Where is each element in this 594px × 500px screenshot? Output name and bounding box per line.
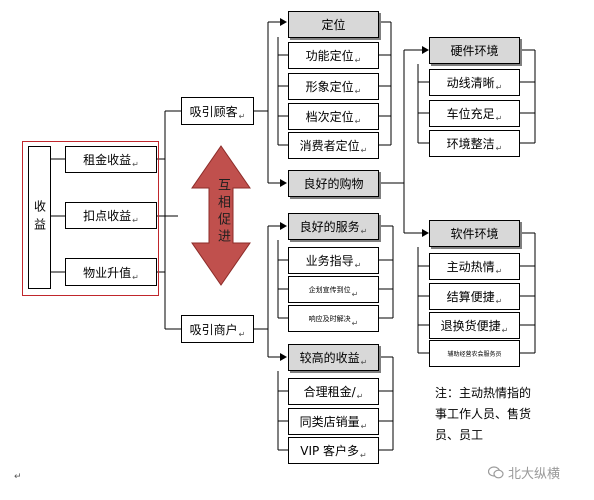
hardware-item: 环境整洁↵ (429, 130, 520, 157)
service-item: 业务指导↵ (288, 247, 379, 274)
revenue-item-label: VIP 客户多 (300, 444, 360, 458)
positioning-item-consumer: 消费者定位↵ (288, 132, 379, 159)
software-header: 软件环境 (429, 220, 520, 247)
rent-income-box: 租金收益↵ (65, 146, 157, 173)
revenue-item-label: 同类店销量 (299, 415, 360, 429)
positioning-item-image: 形象定位↵ (288, 73, 379, 100)
positioning-item-label: 形象定位 (305, 80, 354, 94)
good-shopping-box: 良好的购物 (288, 170, 379, 197)
service-item-label: 业务指导 (305, 254, 354, 268)
positioning-item-label: 档次定位 (305, 110, 354, 124)
service-item: 企划宣传到位↵ (288, 276, 379, 303)
positioning-item-label: 功能定位 (305, 49, 354, 63)
good-service-header: 良好的服务↵ (288, 213, 379, 240)
service-item: 响应及时解决↵ (288, 305, 379, 332)
attract-customers-label: 吸引顾客 (189, 104, 238, 119)
positioning-header: 定位 (288, 11, 379, 38)
watermark-text: 北大纵横 (508, 467, 561, 482)
positioning-item-function: 功能定位↵ (288, 42, 379, 69)
wechat-icon (487, 466, 504, 479)
property-appreciation-box: 物业升值↵ (65, 258, 157, 286)
software-item-label: 退换货便捷 (440, 319, 501, 333)
income-main-label: 收益 (32, 199, 47, 236)
footnote-line: 员、员工 (435, 428, 484, 442)
software-item-label: 辅助经营农会服务员 (447, 351, 502, 358)
attract-merchants-label: 吸引商户 (189, 322, 238, 337)
property-appreciation-label: 物业升值 (83, 265, 132, 280)
positioning-header-label: 定位 (321, 18, 346, 32)
hardware-item-label: 车位充足 (446, 107, 495, 121)
service-item-label: 响应及时解决 (308, 314, 351, 323)
service-item-label: 企划宣传到位 (308, 285, 351, 294)
paragraph-mark: ↵ (14, 472, 22, 482)
software-item: 结算便捷↵ (429, 283, 520, 310)
footnote-line: 事工作人员、售货 (435, 407, 532, 421)
revenue-item: 同类店销量↵ (288, 408, 379, 435)
software-item-label: 主动热情 (446, 260, 495, 274)
hardware-item-label: 动线清晰 (446, 76, 495, 90)
income-main-box: 收益 (28, 146, 51, 289)
footnote: 注：主动热情指的 事工作人员、售货 员、员工 (435, 383, 531, 446)
watermark: 北大纵横 (487, 463, 561, 482)
revenue-item: VIP 客户多↵ (288, 437, 379, 464)
income-frame (22, 141, 159, 296)
positioning-item-grade: 档次定位↵ (288, 103, 379, 130)
high-revenue-header-label: 较高的收益 (299, 351, 360, 365)
rent-income-label: 租金收益 (83, 153, 132, 167)
hardware-header-label: 硬件环境 (450, 44, 499, 58)
good-shopping-label: 良好的购物 (303, 177, 364, 191)
software-item: 主动热情↵ (429, 253, 520, 280)
attract-merchants-box: 吸引商户↵ (181, 315, 254, 343)
hardware-header: 硬件环境 (429, 37, 520, 64)
commission-income-label: 扣点收益 (83, 209, 132, 223)
mutual-promotion-label: 互相促进 (215, 178, 230, 246)
mutual-arrow-shape (191, 145, 251, 286)
software-header-label: 软件环境 (450, 227, 499, 241)
footnote-line: 注：主动热情指的 (435, 386, 532, 400)
software-item-label: 结算便捷 (446, 290, 495, 304)
revenue-item-label: 合理租金/ (303, 385, 356, 399)
positioning-item-label: 消费者定位 (299, 139, 360, 153)
software-item: 退换货便捷↵ (429, 312, 520, 339)
revenue-item: 合理租金/↵ (288, 378, 379, 405)
commission-income-box: 扣点收益↵ (65, 202, 157, 229)
software-item: 辅助经营农会服务员 (429, 340, 520, 367)
hardware-item: 车位充足↵ (429, 100, 520, 127)
good-service-header-label: 良好的服务 (299, 220, 360, 234)
hardware-item: 动线清晰↵ (429, 69, 520, 96)
high-revenue-header: 较高的收益↵ (288, 344, 379, 371)
attract-customers-box: 吸引顾客↵ (181, 97, 254, 125)
hardware-item-label: 环境整洁 (446, 137, 495, 151)
